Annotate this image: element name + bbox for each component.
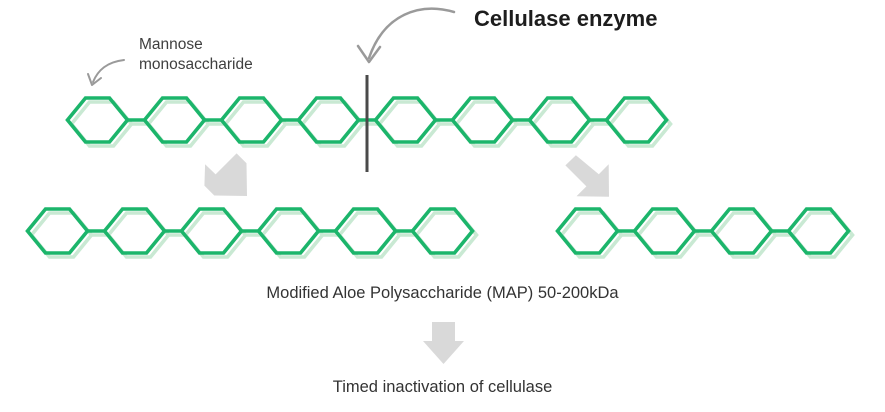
arrow-down-right-icon [565, 155, 609, 197]
mannose-ring [604, 96, 669, 144]
arrow-down-left-icon [204, 153, 247, 196]
ring-shadow-layer [29, 100, 855, 259]
mannose-ring [410, 207, 475, 255]
curved-arrow-icon [367, 7, 456, 60]
ring-shadow [790, 211, 855, 259]
mannose-ring [786, 207, 851, 255]
arrowhead-icon [87, 73, 102, 86]
mannose-label-line1: Mannose [139, 36, 203, 53]
product-label: Modified Aloe Polysaccharide (MAP) 50-20… [266, 284, 619, 302]
mannose-label-line2: monosaccharide [139, 56, 253, 73]
curved-arrow-icon [92, 59, 125, 83]
enzyme-title: Cellulase enzyme [474, 6, 658, 31]
arrow-down-icon [423, 322, 464, 364]
ring-layer [25, 96, 851, 255]
ring-shadow [414, 211, 479, 259]
ring-shadow [608, 100, 673, 148]
arrowhead-icon [356, 44, 382, 64]
inactivation-label: Timed inactivation of cellulase [332, 378, 553, 396]
mannose-label: Mannose monosaccharide [139, 35, 253, 75]
